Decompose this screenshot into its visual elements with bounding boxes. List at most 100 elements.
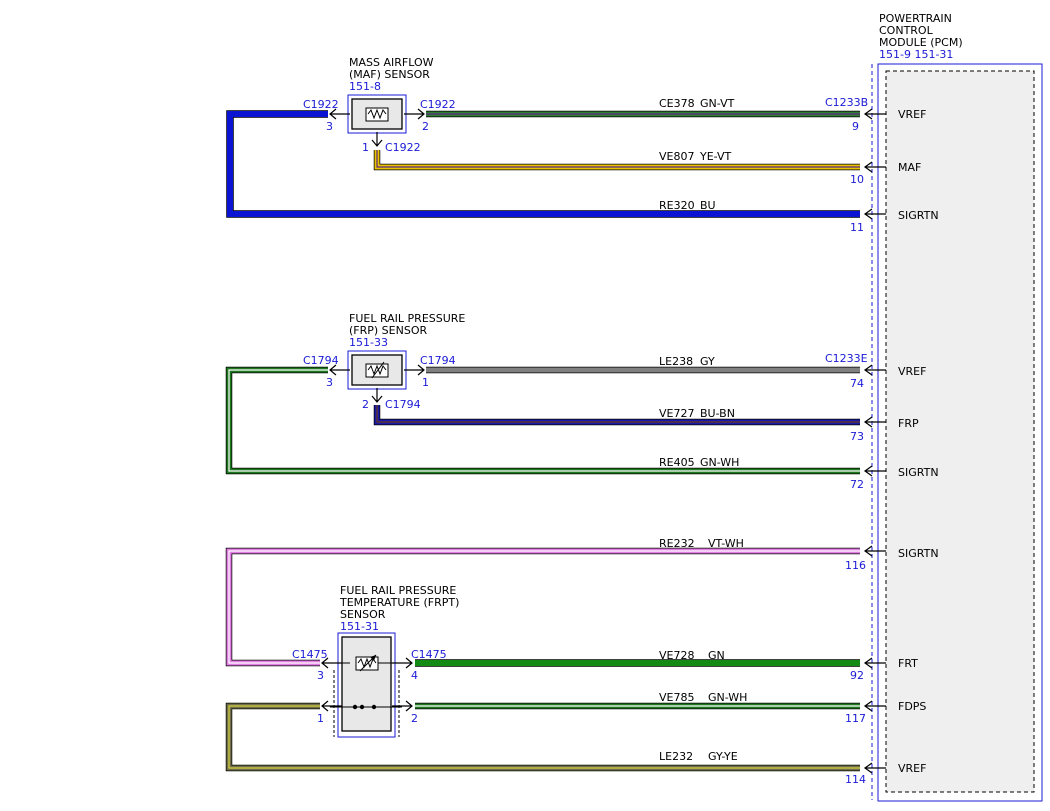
wire-outline [373,150,860,171]
pcm-pin-frt: FRT [898,657,918,670]
pcm-pin-terminal [863,416,886,428]
wire-stripe [376,405,860,423]
pcm-terminals [863,108,886,774]
pcm-pin-vref: VREF [898,108,926,121]
wire-color-label: GN-WH [708,691,747,704]
wire-labels: CE378 GN-VT VE807 YE-VT RE320 BU LE238 G… [659,97,747,763]
connector-label: C1475 [411,648,447,661]
frpt-outline [337,632,396,738]
wire-color-label: GY [700,355,715,368]
resistor-icon [367,364,387,376]
connector-arrow-icon [392,657,413,669]
pcm-pin-terminal [863,700,886,712]
pcm-title-line-2: CONTROL [879,24,934,37]
switch-contact-icon [371,704,377,710]
connector-pin: 3 [326,376,333,389]
frpt-title-line-1: FUEL RAIL PRESSURE [340,584,456,597]
arrowhead-icon [370,655,376,661]
connector-label: C1794 [420,354,456,367]
connector-pin: 1 [317,712,324,725]
pin-number: 117 [845,712,866,725]
wire-color-label: GN-WH [700,456,739,469]
pcm-pin-terminal [863,545,886,557]
connector-arrow-icon [321,700,342,712]
connector-arrow-icon [329,108,350,120]
wire-circuit-label: LE238 [659,355,693,368]
frpt-ref: 151-31 [340,620,379,633]
connector-arrow-icon [329,364,350,376]
variable-arrow-icon [371,361,385,379]
wire-color-label: GY-YE [708,750,738,763]
frpt-body [341,636,392,732]
wire-outline [225,547,860,667]
maf-sensor: MASS AIRFLOW (MAF) SENSOR 151-8 C1922 3 … [303,56,456,154]
wire-circuit-label: VE785 [659,691,694,704]
resistor-icon [367,108,387,120]
switch-contact-icon [352,704,358,710]
pcm-pin-fdps: FDPS [898,700,926,713]
wire-stripe [228,705,860,769]
frpt-title-line-2: TEMPERATURE (FRPT) [339,596,459,609]
wire-re232 [226,548,860,666]
pcm-pin-terminal [863,108,886,120]
wire-color-label: YE-VT [699,150,732,163]
pcm-title-line-3: MODULE (PCM) [879,36,963,49]
pcm-pin-vref: VREF [898,762,926,775]
pcm-pin-terminal [863,657,886,669]
wires-layer [225,110,860,772]
frp-sensor: FUEL RAIL PRESSURE (FRP) SENSOR 151-33 C… [303,312,465,411]
frp-ref: 151-33 [349,336,388,349]
wire-circuit-label: VE727 [659,407,694,420]
connector-label: C1922 [303,98,339,111]
pin-number: 10 [850,173,864,186]
pin-number: 73 [850,430,864,443]
connector-pin: 2 [411,712,418,725]
pin-number: 92 [850,669,864,682]
connector-pin: 3 [317,669,324,682]
connector-arrow-icon [321,657,342,669]
pcm-pin-terminal [863,465,886,477]
pin-number: 11 [850,221,864,234]
pcm-outline [877,63,1043,802]
pcm-pin-terminal [863,364,886,376]
wire-stripe [376,150,860,168]
wire-circuit-label: RE320 [659,199,695,212]
wire-circuit-label: RE232 [659,537,695,550]
wire-circuit-label: VE728 [659,649,694,662]
pin-number: 114 [845,773,866,786]
pcm-pin-terminal [863,208,886,220]
wire-color-label: GN-VT [700,97,735,110]
wire-stripe [228,550,860,664]
pcm-pin-vref: VREF [898,365,926,378]
connector-pin: 2 [422,120,429,133]
pcm-pin-maf: MAF [898,161,921,174]
wire-re320 [227,111,860,217]
pin-number: 9 [852,120,859,133]
pin-number: 72 [850,478,864,491]
pcm-pin-terminal [863,762,886,774]
connector-arrow-icon [404,364,425,376]
wire-circuit-label: LE232 [659,750,693,763]
pcm-pin-terminal [863,161,886,173]
pcm-pin-sigrtn: SIGRTN [898,466,939,479]
wire-circuit-label: VE807 [659,150,694,163]
wire-color-label: VT-WH [708,537,744,550]
wire-circuit-label: CE378 [659,97,695,110]
wire-color-label: BU [700,199,716,212]
connector-label: C1922 [420,98,456,111]
switch-contact-icon [359,704,365,710]
connector-label: C1794 [385,398,421,411]
pcm-body [885,70,1035,793]
pcm-ref: 151-9 151-31 [879,48,953,61]
pcm-title-line-1: POWERTRAIN [879,12,952,25]
connector-label: C1922 [385,141,421,154]
maf-title-line-1: MASS AIRFLOW [349,56,434,69]
wire-color-label: GN [708,649,725,662]
wire-outline [373,405,860,426]
connector-arrow-icon [371,388,383,403]
wire-stripe [228,369,860,472]
pin-number: 74 [850,377,864,390]
frp-title-line-2: (FRP) SENSOR [349,324,427,337]
pcm-pin-numbers: 9 10 11 74 73 72 116 92 117 114 [845,120,866,786]
